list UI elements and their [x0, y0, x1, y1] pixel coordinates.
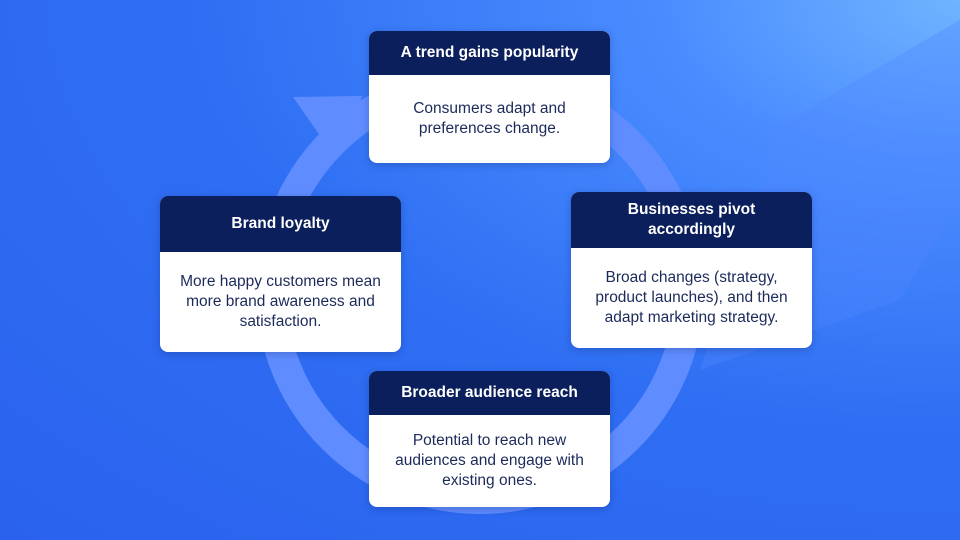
- step-title: Brand loyalty: [160, 196, 401, 252]
- step-card-businesses-pivot: Businesses pivot accordingly Broad chang…: [571, 192, 812, 348]
- step-description: Potential to reach new audiences and eng…: [395, 432, 584, 489]
- cycle-arrowhead-icon: [293, 96, 362, 160]
- step-description: Broad changes (strategy, product launche…: [595, 269, 788, 326]
- step-title: Broader audience reach: [369, 371, 610, 415]
- step-title: Businesses pivot accordingly: [571, 192, 812, 248]
- step-card-brand-loyalty: Brand loyalty More happy customers mean …: [160, 196, 401, 352]
- step-description: More happy customers mean more brand awa…: [180, 273, 381, 330]
- step-card-trend: A trend gains popularity Consumers adapt…: [369, 31, 610, 163]
- step-description: Consumers adapt and preferences change.: [413, 100, 566, 137]
- step-title: A trend gains popularity: [369, 31, 610, 75]
- step-card-audience-reach: Broader audience reach Potential to reac…: [369, 371, 610, 507]
